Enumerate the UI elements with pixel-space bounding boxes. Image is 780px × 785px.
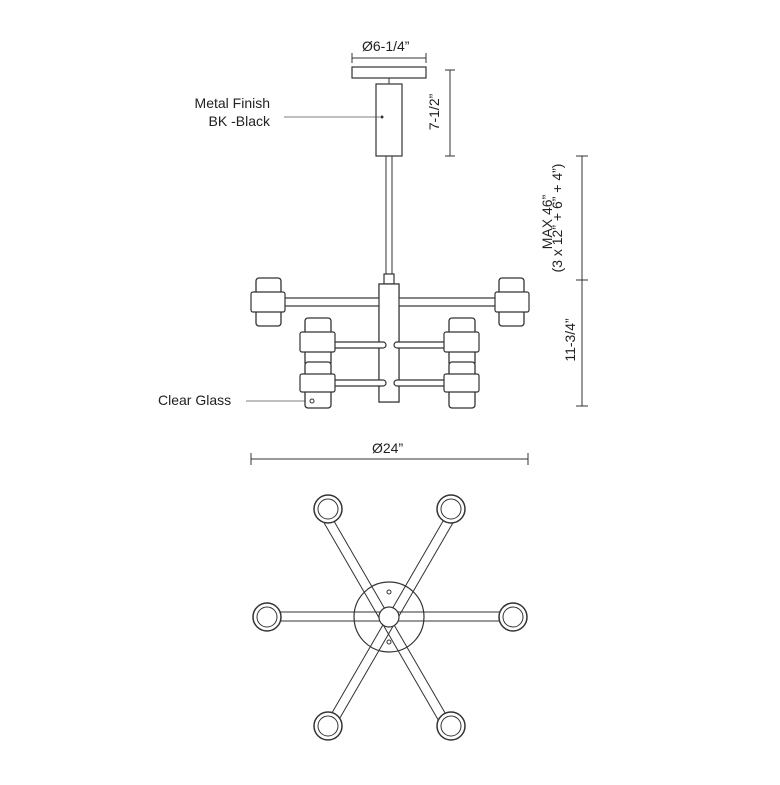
overall-diameter-dimension — [250, 453, 529, 465]
shade-right-lower — [443, 361, 480, 409]
clear-glass-label: Clear Glass — [158, 392, 232, 408]
plan-shade-left — [252, 602, 282, 632]
max-height-label-line2: (3 x 12” + 6” + 4”) — [549, 163, 565, 273]
shade-left-outer — [250, 277, 286, 327]
metal-finish-label-line1: Metal Finish — [194, 95, 270, 111]
shade-right-middle — [443, 317, 480, 367]
finish-dot — [380, 115, 384, 119]
lower-arms — [321, 379, 449, 387]
canopy-diameter-label: Ø6-1/4” — [362, 38, 410, 54]
plan-shade-bottom-left — [313, 711, 343, 741]
shade-left-lower — [299, 361, 336, 409]
canopy-height-dimension — [445, 69, 455, 157]
canopy — [351, 66, 427, 157]
canopy-height-label: 7-1/2” — [426, 93, 442, 131]
shade-right-outer — [494, 277, 530, 327]
fixture-height-label: 11-3/4” — [562, 318, 578, 362]
max-height-dimension — [576, 155, 588, 281]
plan-shade-top-left — [313, 494, 343, 524]
plan-shade-right — [498, 602, 528, 632]
plan-shade-bottom-right — [436, 711, 466, 741]
fixture-height-dimension — [576, 280, 588, 407]
plan-view — [252, 494, 528, 741]
overall-diameter-label: Ø24” — [372, 440, 404, 456]
shade-left-middle — [299, 317, 336, 367]
plan-shade-top-right — [436, 494, 466, 524]
metal-finish-label-line2: BK -Black — [208, 113, 270, 129]
stem — [383, 156, 395, 285]
canopy-diameter-dimension — [351, 53, 427, 63]
